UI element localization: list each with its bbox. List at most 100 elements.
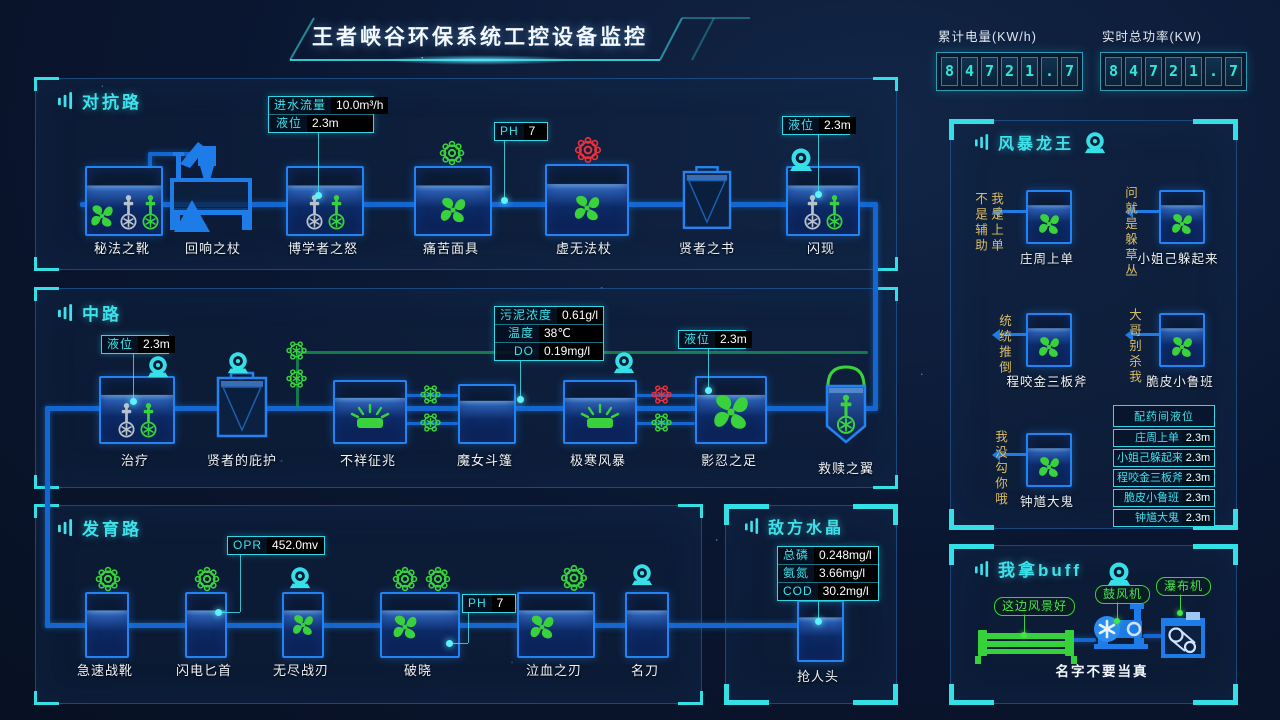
digit-cell: 8	[941, 57, 958, 86]
mixer-icon	[327, 194, 346, 230]
sensor-line	[450, 643, 468, 644]
top-equip-4-tank[interactable]	[414, 166, 492, 236]
top-equip-3-label: 博学者之怒	[287, 241, 359, 256]
buff-belt-press-machine[interactable]	[975, 626, 1077, 664]
digit-cell: 2	[1001, 57, 1018, 86]
top-equip-2-label: 回响之杖	[184, 241, 242, 256]
farm-equip-2-label: 闪电匕首	[175, 663, 233, 678]
mixer-icon	[305, 194, 324, 230]
farm-equip-4-tank[interactable]	[380, 592, 460, 658]
pump-icon	[612, 350, 636, 374]
row-name: 庄周上单	[1135, 432, 1179, 444]
fan-icon	[709, 390, 753, 434]
meter-power-label: 实时总功率(KW)	[1102, 30, 1202, 44]
dragon-unit-5-tank[interactable]	[1026, 433, 1072, 487]
flow-arrow	[1125, 328, 1159, 341]
bars-icon	[58, 519, 73, 536]
mid-equip-3-tank[interactable]	[333, 380, 407, 444]
pipe-left-vertical	[45, 408, 50, 627]
gear-icon	[93, 564, 123, 594]
readout-key: 总磷	[783, 548, 810, 562]
buff-tag-2: 鼓风机	[1095, 585, 1151, 604]
readout-key: PH	[468, 596, 487, 610]
dragon-unit-1-note: 我是上单不是辅助	[973, 192, 1003, 254]
top-equip-2-machine[interactable]	[168, 136, 256, 234]
mid-equip-4-tank[interactable]	[458, 384, 516, 444]
row-value: 2.3m	[1182, 450, 1214, 466]
top-equip-1-tank[interactable]	[85, 166, 163, 236]
fan-icon	[571, 192, 603, 224]
mid-equip-2-clarifier[interactable]	[216, 370, 268, 440]
farm-equip-2-tank[interactable]	[185, 592, 227, 658]
digit-cell: 8	[1105, 57, 1122, 86]
mid-equip-5-tank[interactable]	[563, 380, 637, 444]
mixer-icon	[119, 194, 138, 230]
tag-dot	[1177, 610, 1183, 616]
buff-belt-filter-machine[interactable]	[1160, 610, 1208, 660]
gear-icon	[558, 562, 590, 594]
row-name: 脆皮小鲁班	[1124, 492, 1179, 504]
mid-equip-1-label: 治疗	[120, 453, 150, 468]
fan-icon	[390, 612, 420, 642]
digit-cell: 2	[1165, 57, 1182, 86]
pipe-buff-2	[1143, 634, 1165, 638]
flow-arrow	[992, 328, 1026, 341]
top-equip-5-tank[interactable]	[545, 164, 629, 236]
dragon-unit-1-label: 庄周上单	[1019, 252, 1075, 266]
farm-equip-5-tank[interactable]	[517, 592, 595, 658]
readout-key: 温度	[507, 326, 534, 340]
crystal-tank[interactable]	[797, 600, 844, 662]
farm-equip-6-tank[interactable]	[625, 592, 669, 658]
sensor-line	[468, 611, 469, 643]
readout-value: 0.19mg/l	[539, 343, 603, 360]
farm-lane-title: 发育路	[58, 515, 142, 540]
row-value: 2.3m	[1182, 470, 1214, 486]
dragon-unit-2-tank[interactable]	[1159, 190, 1205, 244]
pipe-press-feed	[148, 152, 192, 156]
dragon-unit-5-note: 我没勾你哦	[993, 430, 1007, 508]
dragon-unit-3-note: 统统推倒	[997, 314, 1011, 376]
readout-value: 0.61g/l	[557, 307, 604, 324]
readout-value: 2.3m	[819, 117, 856, 134]
farm-equip-3-tank[interactable]	[282, 592, 324, 658]
gear-icon	[390, 564, 420, 594]
dragon-unit-4-tank[interactable]	[1159, 313, 1205, 367]
crystal-tank-label: 抢人头	[796, 669, 840, 684]
top-equip-7-tank[interactable]	[786, 166, 860, 236]
pump-icon	[630, 562, 654, 586]
readout-value: 3.66mg/l	[814, 565, 878, 582]
row-name: 程咬金三板斧	[1117, 472, 1182, 484]
top-equip-6-clarifier[interactable]	[682, 164, 732, 232]
pipe-return-stub	[296, 353, 299, 408]
sensor-line	[133, 352, 134, 400]
top-equip-5-label: 虚无法杖	[555, 241, 613, 256]
sensor-line	[504, 139, 505, 199]
buff-blower-machine[interactable]	[1090, 604, 1152, 654]
dragon-unit-5-label: 钟馗大鬼	[1019, 495, 1075, 509]
readout-value: 2.3m	[138, 336, 175, 353]
light-icon	[578, 402, 622, 430]
mid-equip-1-tank[interactable]	[99, 376, 175, 444]
dragon-unit-3-tank[interactable]	[1026, 313, 1072, 367]
pipe-buff-1	[1068, 638, 1096, 642]
mid-equip-7-dome-tank[interactable]	[818, 362, 874, 456]
light-icon	[348, 402, 392, 430]
pipe-right-vertical	[873, 204, 878, 409]
valve-icon	[283, 365, 310, 392]
pump-icon	[1106, 560, 1132, 586]
sensor-line	[818, 597, 819, 620]
digit-cell: 1	[1021, 57, 1038, 86]
mid-equip-6-tank[interactable]	[695, 376, 767, 444]
farm-equip-1-tank[interactable]	[85, 592, 129, 658]
top-equip-3-tank[interactable]	[286, 166, 364, 236]
mixer-icon	[803, 194, 822, 230]
dragon-unit-1-tank[interactable]	[1026, 190, 1072, 244]
page-title: 王者峡谷环保系统工控设备监控	[312, 26, 648, 49]
